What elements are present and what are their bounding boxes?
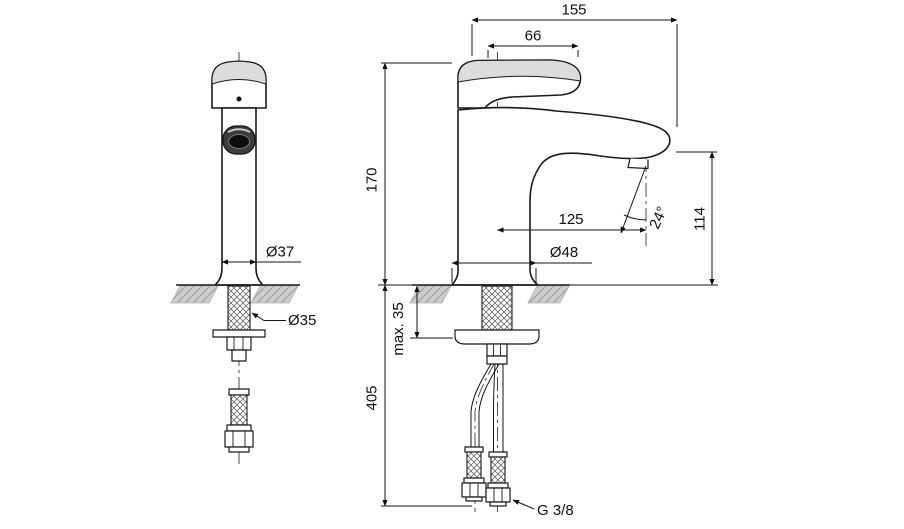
dim-spout-reach-125: 125 xyxy=(497,211,647,233)
dim-170-label: 170 xyxy=(364,167,381,192)
dim-base-diameter-48: Ø48 xyxy=(451,244,592,283)
dim-max35-label: max. 35 xyxy=(390,302,407,355)
front-hose-fitting xyxy=(224,388,254,453)
dim-spout-height-114: 114 xyxy=(676,151,717,286)
front-mounting-set xyxy=(212,285,266,362)
dim-body-diameter-37: Ø37 xyxy=(221,244,301,265)
dim-155-label: 155 xyxy=(561,2,586,19)
label-connection-thread: G 3/8 xyxy=(512,499,574,519)
dim-405-label: 405 xyxy=(364,385,381,410)
dim-125-label: 125 xyxy=(558,211,583,228)
dim-g38-label: G 3/8 xyxy=(537,502,574,519)
dim-114-label: 114 xyxy=(692,207,709,231)
stream-direction-line xyxy=(620,165,647,234)
supply-hoses xyxy=(470,363,504,452)
side-body-spout xyxy=(451,106,671,286)
side-handle xyxy=(457,59,582,109)
angle-arc xyxy=(623,214,647,221)
hose-outlet-tail xyxy=(486,355,508,365)
dim-hose-length-405: 405 xyxy=(364,284,472,507)
mounting-washer xyxy=(212,329,266,338)
hose-fitting-right xyxy=(485,451,511,507)
dim-handle-length-66: 66 xyxy=(487,28,579,58)
handle-pin-hole xyxy=(236,96,242,102)
side-aerator xyxy=(627,158,649,170)
mounting-bracket xyxy=(454,329,540,345)
side-deck xyxy=(378,284,718,304)
front-deck xyxy=(170,284,300,304)
side-view: 24° xyxy=(364,2,718,519)
dim-max-thickness-35: max. 35 xyxy=(390,285,453,356)
hose-fitting-left xyxy=(461,446,487,502)
front-view: Ø37 Ø35 xyxy=(170,52,316,464)
front-handle-cap xyxy=(211,60,267,85)
left-hose-centerline xyxy=(474,361,496,512)
front-aerator xyxy=(222,125,256,155)
dim-48-label: Ø48 xyxy=(550,244,578,261)
side-mounting-set xyxy=(454,285,540,365)
threaded-stud xyxy=(227,285,251,331)
dim-66-label: 66 xyxy=(525,28,542,45)
dim-35-label: Ø35 xyxy=(288,312,316,329)
dim-overall-width-155: 155 xyxy=(471,2,678,127)
shank-nut xyxy=(486,343,508,357)
threaded-shank xyxy=(481,285,513,331)
side-handle-cap xyxy=(457,59,582,83)
dim-37-label: Ø37 xyxy=(266,244,294,261)
dim-body-height-170: 170 xyxy=(364,62,452,286)
dim-inlet-diameter-35: Ø35 xyxy=(251,312,316,329)
stud-tail xyxy=(231,349,247,362)
mounting-nut xyxy=(226,336,252,351)
front-handle xyxy=(211,60,267,109)
